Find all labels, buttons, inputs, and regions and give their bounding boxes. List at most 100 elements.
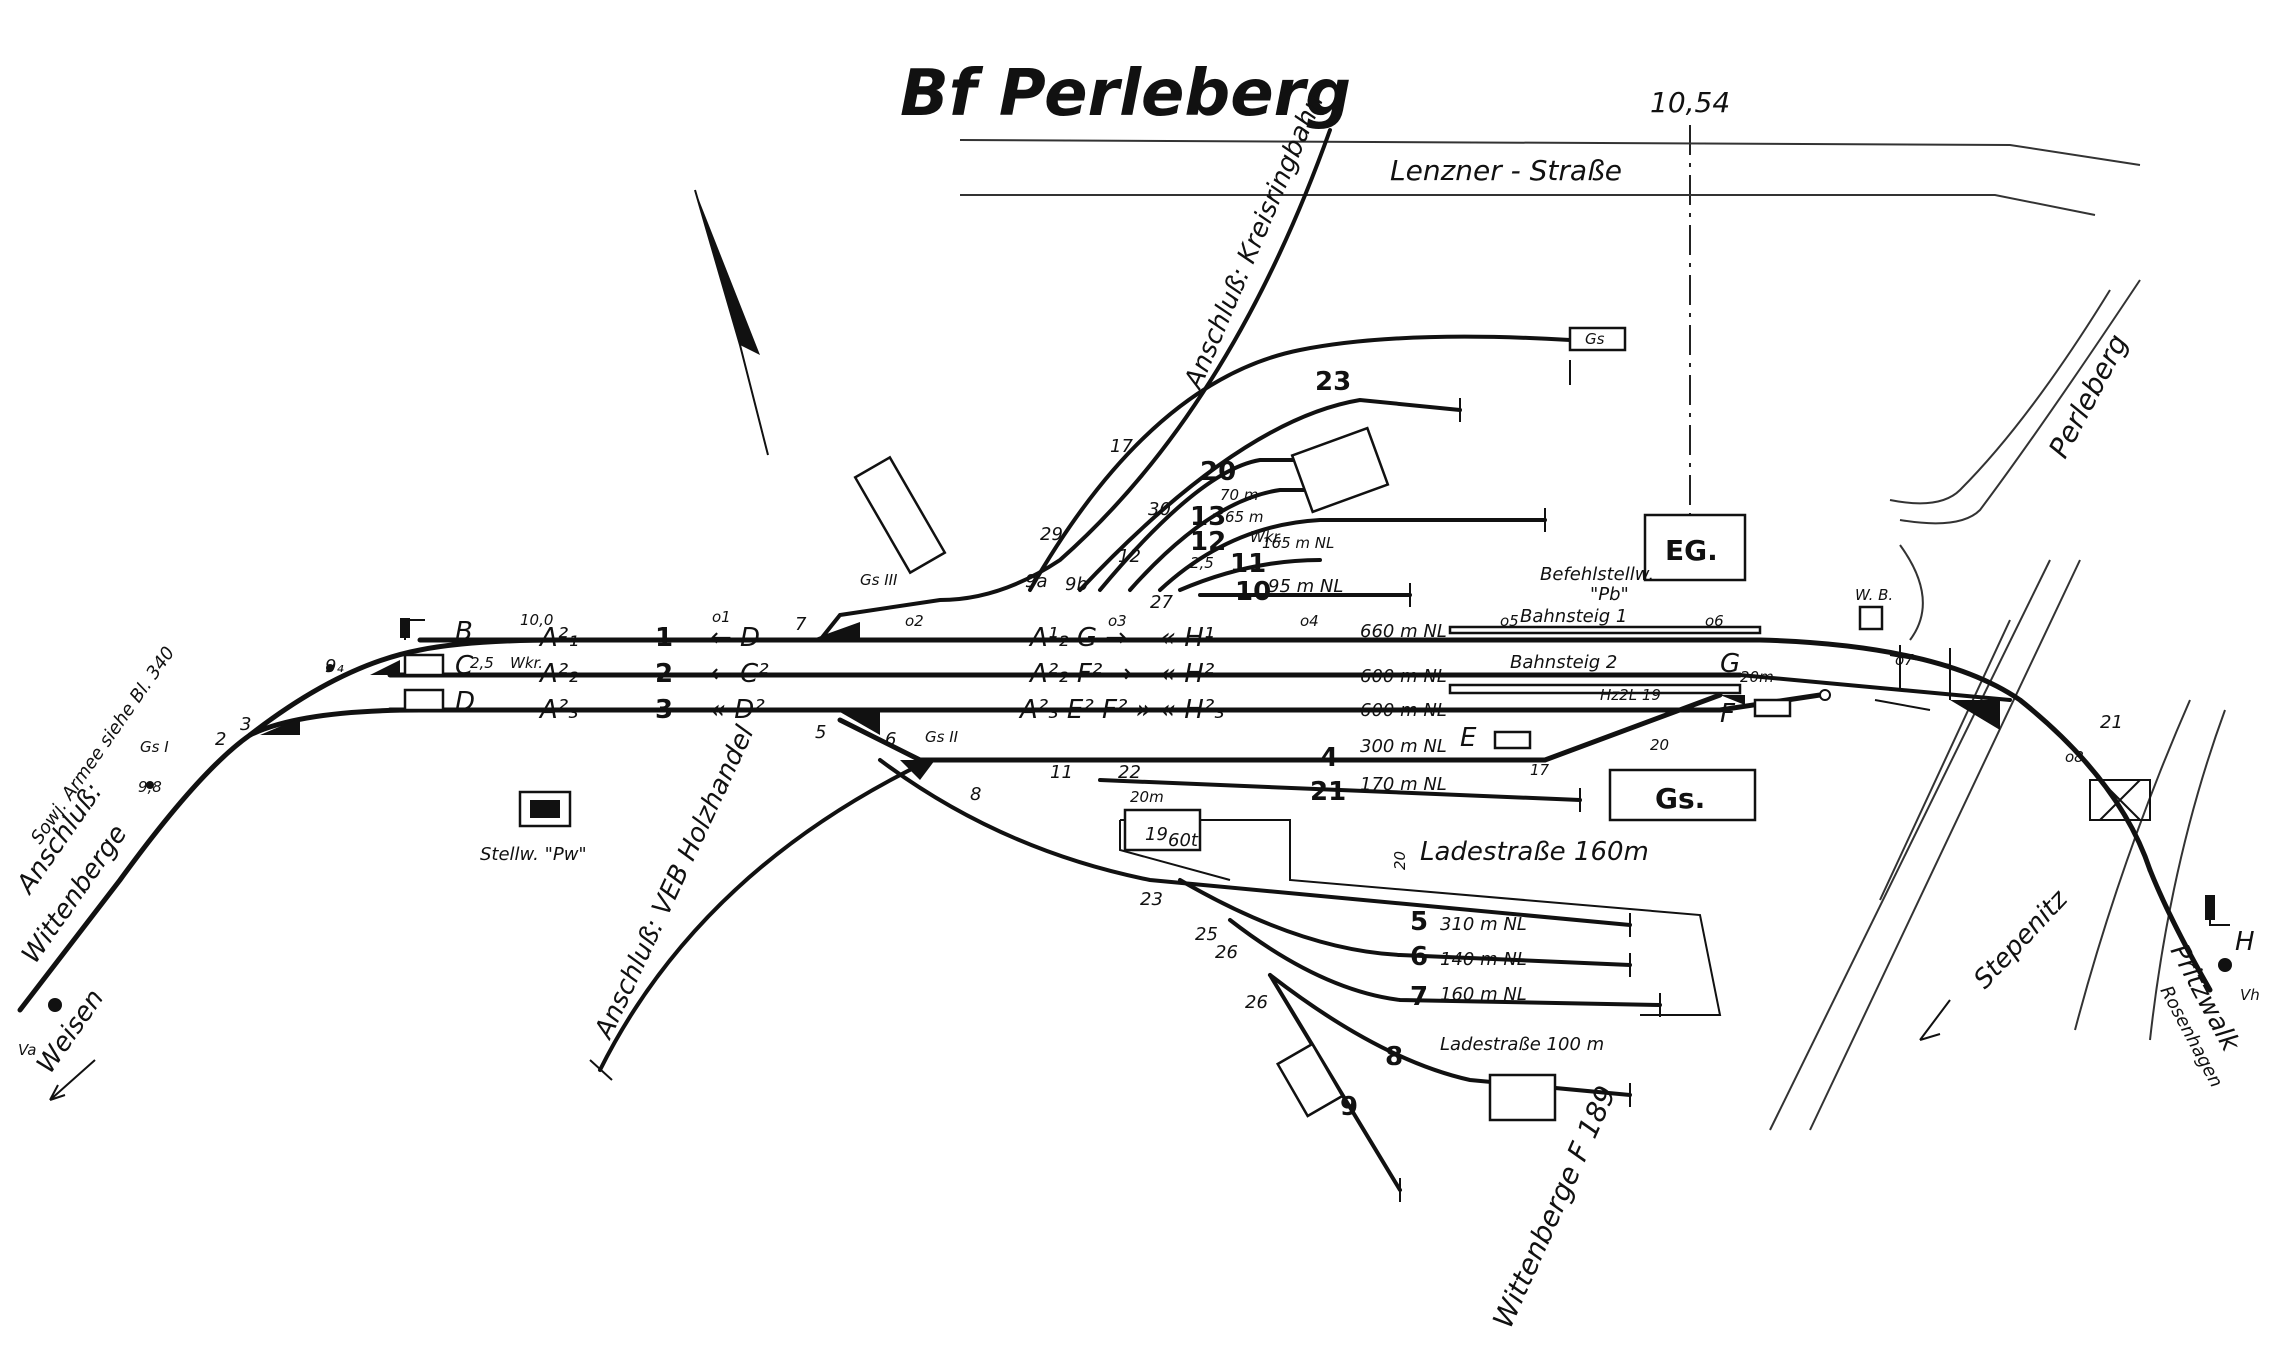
- svg-text:65 m: 65 m: [1225, 508, 1263, 526]
- svg-text:« H²: « H²: [1160, 659, 1214, 689]
- svg-text:o4: o4: [1300, 612, 1319, 630]
- svg-text:Hz2L 19: Hz2L 19: [1600, 686, 1661, 704]
- svg-text:140 m NL: 140 m NL: [1440, 949, 1527, 970]
- svg-text:A²₂: A²₂: [538, 659, 579, 689]
- svg-text:11: 11: [1230, 549, 1266, 579]
- svg-text:23: 23: [1315, 367, 1351, 397]
- buildings: EG. Gs Gs. W. B. Stellw. "Pw" Befehlstel…: [480, 326, 2151, 1122]
- track-pritzwalk: [2147, 867, 2213, 993]
- svg-text:21: 21: [2100, 712, 2123, 733]
- signal-dots: [48, 664, 2232, 1012]
- svg-text:Stepenitz: Stepenitz: [1968, 884, 2075, 995]
- ladestrasse-100-label: Ladestraße 100 m: [1440, 1034, 1604, 1055]
- bridge-stepenitz: [2089, 779, 2151, 821]
- svg-text:12: 12: [1118, 546, 1141, 567]
- svg-text:22: 22: [1118, 762, 1141, 783]
- svg-text:3: 3: [240, 714, 251, 735]
- svg-text:8: 8: [1385, 1042, 1403, 1072]
- svg-text:Vh: Vh: [2240, 986, 2260, 1004]
- svg-text:2,5: 2,5: [470, 654, 494, 672]
- signal-E: E: [1460, 723, 1477, 753]
- svg-text:19: 19: [1145, 824, 1168, 845]
- svg-text:11: 11: [1050, 762, 1073, 783]
- track-7: [1228, 918, 1662, 1007]
- building-south: [1275, 1042, 1345, 1118]
- switch-number-labels: 2 3 5 6 7 8 9a 9b 11 12 17 21 22 23 25 2…: [18, 436, 2260, 1059]
- svg-text:13: 13: [1190, 502, 1226, 532]
- svg-text:A²₂ F² →: A²₂ F² →: [1028, 659, 1132, 689]
- svg-text:« H¹: « H¹: [1160, 623, 1214, 653]
- svg-text:2: 2: [215, 729, 226, 750]
- svg-text:8: 8: [970, 784, 981, 805]
- svg-text:o6: o6: [1705, 612, 1724, 630]
- svg-text:20m: 20m: [1740, 668, 1774, 686]
- svg-text:A²₃: A²₃: [538, 695, 579, 725]
- connection-labels: Anschluß: Kreisringbahn Anschluß: VEB Ho…: [10, 90, 2246, 1101]
- svg-text:o2: o2: [905, 612, 924, 630]
- svg-text:310 m NL: 310 m NL: [1440, 914, 1527, 935]
- track-holzhandel: [598, 758, 932, 1072]
- building-southeast: [1488, 1073, 1557, 1122]
- ladestrasse-160-label: Ladestraße 160m: [1420, 837, 1649, 867]
- svg-text:← D: ← D: [710, 623, 760, 653]
- track-5: [878, 758, 1632, 927]
- track-8: [1268, 973, 1632, 1097]
- svg-text:o5: o5: [1500, 612, 1519, 630]
- svg-text:9b: 9b: [1065, 574, 1088, 595]
- svg-text:← C²: ← C²: [710, 659, 769, 689]
- svg-text:26: 26: [1245, 992, 1268, 1013]
- platform-2-label: Bahnsteig 2: [1510, 652, 1617, 673]
- svg-text:12: 12: [1190, 527, 1226, 557]
- svg-text:Weisen: Weisen: [31, 984, 110, 1079]
- station-building: [1643, 513, 1747, 582]
- svg-text:« H²₃: « H²₃: [1160, 695, 1225, 725]
- road-crossing: [1874, 645, 1951, 711]
- perleberg-road: Perleberg: [1889, 279, 2141, 641]
- signal-D: D: [455, 687, 475, 717]
- platform-1-label: Bahnsteig 1: [1520, 606, 1627, 627]
- svg-text:20m: 20m: [1130, 788, 1164, 806]
- svg-text:Perleberg: Perleberg: [2042, 329, 2134, 464]
- svg-text:Va: Va: [18, 1041, 37, 1059]
- svg-text:600 m NL: 600 m NL: [1360, 666, 1447, 687]
- water-building-label: W. B.: [1855, 586, 1893, 604]
- track-right-connect: [1738, 673, 2012, 702]
- building-northwest: [853, 455, 947, 575]
- loading-road-160: [1119, 819, 1722, 1016]
- svg-text:2: 2: [655, 659, 673, 689]
- station-building-label: EG.: [1665, 534, 1718, 567]
- svg-text:A¹₂ G →: A¹₂ G →: [1028, 623, 1127, 653]
- svg-text:9: 9: [1340, 1092, 1358, 1122]
- svg-text:A²₁: A²₁: [538, 623, 579, 653]
- svg-text:30: 30: [1148, 499, 1171, 520]
- svg-text:23: 23: [1140, 889, 1163, 910]
- track-21: [1098, 778, 1582, 802]
- svg-text:165 m NL: 165 m NL: [1262, 534, 1334, 552]
- signal-G: G: [1720, 649, 1740, 679]
- water-building: [1858, 605, 1884, 631]
- svg-text:9a: 9a: [1025, 571, 1047, 592]
- track-13: [1128, 488, 1362, 592]
- svg-text:21: 21: [1310, 777, 1346, 807]
- platforms: Bahnsteig 1 Bahnsteig 2 Ladestraße 160m …: [1119, 606, 1762, 1055]
- svg-text:3: 3: [655, 695, 673, 725]
- crane: [1123, 808, 1202, 852]
- signal-F: F: [1720, 699, 1736, 729]
- signal-box-pw-label: Stellw. "Pw": [480, 844, 587, 865]
- svg-text:29: 29: [1040, 524, 1063, 545]
- svg-text:Wkr.: Wkr.: [1250, 528, 1283, 546]
- branch-tracks-north: [818, 128, 1572, 642]
- svg-text:27: 27: [1150, 592, 1173, 613]
- svg-text:o7: o7: [1895, 651, 1914, 669]
- svg-text:20: 20: [1391, 851, 1409, 870]
- signal-C: C: [455, 651, 474, 681]
- svg-text:660 m NL: 660 m NL: [1360, 621, 1447, 642]
- svg-text:o3: o3: [1108, 612, 1127, 630]
- svg-text:Gs III: Gs III: [860, 571, 898, 589]
- crane-label: 60t: [1168, 830, 1199, 851]
- svg-text:20: 20: [1650, 736, 1669, 754]
- befehlstellwerk-code: "Pb": [1590, 584, 1629, 605]
- svg-text:10,0: 10,0: [520, 611, 553, 629]
- diagram-title: Bf Perleberg: [900, 57, 1351, 131]
